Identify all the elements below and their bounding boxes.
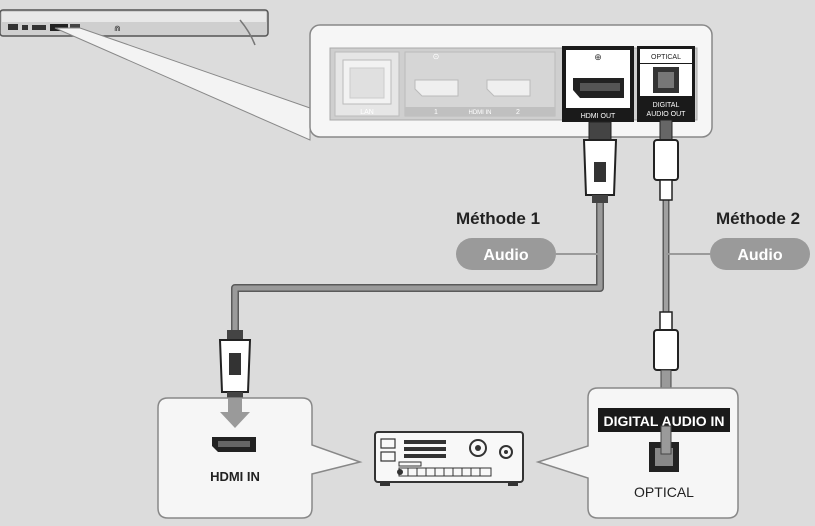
down-arrow-icon	[220, 412, 250, 428]
hdmi-in-ports: ⊙ 1 HDMI IN 2	[404, 51, 556, 117]
optical-cable	[653, 119, 679, 427]
hdmi-out-arrow-icon: ⊕	[594, 52, 602, 62]
hdmi-in-port-1: 1	[434, 109, 438, 116]
receiver-optical-in-callout: DIGITAL AUDIO IN OPTICAL	[535, 387, 739, 519]
hdmi-in-port-2: 2	[516, 109, 520, 116]
hdmi-out-label: HDMI OUT	[581, 113, 616, 120]
hdmi-out-port: ⊕ HDMI OUT	[562, 46, 634, 122]
receiver-hdmi-in-callout: HDMI IN	[157, 397, 363, 519]
digital-audio-out-line1: DIGITAL	[653, 102, 680, 109]
receiver-hdmi-in-label: HDMI IN	[210, 469, 260, 484]
av-receiver	[374, 431, 524, 486]
digital-audio-in-header: DIGITAL AUDIO IN	[603, 413, 724, 429]
lan-port: LAN	[334, 51, 400, 117]
blu-ray-player: ⋒	[0, 9, 269, 46]
hdmi-cable	[218, 121, 618, 398]
method-1-audio-badge: Audio	[456, 238, 600, 270]
optical-out-label: OPTICAL	[651, 54, 681, 61]
lan-label: LAN	[360, 109, 374, 116]
method-2-audio-badge: Audio	[666, 238, 810, 270]
method-2-title: Méthode 2	[716, 209, 800, 228]
receiver-optical-label: OPTICAL	[634, 484, 694, 500]
digital-audio-out-line2: AUDIO OUT	[647, 111, 687, 118]
method-2-badge-label: Audio	[737, 247, 783, 264]
optical-out-port: OPTICAL DIGITAL AUDIO OUT	[637, 46, 695, 122]
hdmi-in-arrow-icon: ⊙	[433, 52, 440, 61]
svg-text:⋒: ⋒	[114, 24, 121, 33]
method-1-title: Méthode 1	[456, 209, 540, 228]
hdmi-in-label: HDMI IN	[469, 110, 492, 116]
method-1-badge-label: Audio	[483, 247, 529, 264]
zoom-wedge	[54, 27, 311, 141]
